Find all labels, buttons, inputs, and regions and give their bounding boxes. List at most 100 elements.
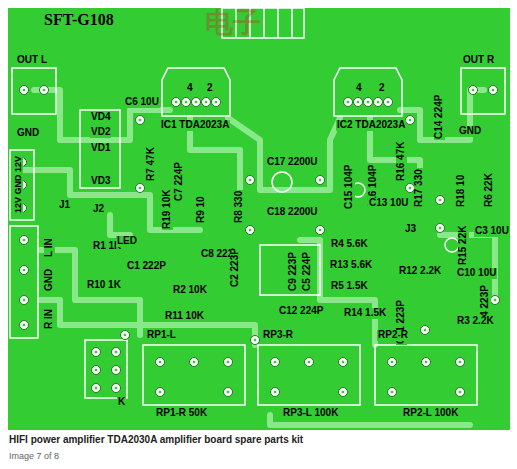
component-outline xyxy=(143,345,245,405)
component-outline xyxy=(10,68,505,405)
silkscreen-label: 12V GND 12V xyxy=(14,155,23,214)
solder-pad xyxy=(384,98,393,107)
solder-pad xyxy=(271,388,280,397)
silkscreen-label: R7 47K xyxy=(146,146,157,182)
solder-pad xyxy=(491,296,500,305)
silkscreen-label: J3 xyxy=(404,224,417,235)
silkscreen-label: IC1 TDA2023A xyxy=(160,120,230,131)
caption: HIFI power amplifier TDA2030A amplifier … xyxy=(9,435,303,446)
solder-pad xyxy=(192,98,201,107)
solder-pad xyxy=(195,101,197,103)
silkscreen-label: RP1-L xyxy=(146,330,177,341)
solder-pad xyxy=(185,101,187,103)
image-counter: Image 7 of 8 xyxy=(9,452,59,461)
solder-pad xyxy=(347,101,349,103)
solder-pad xyxy=(215,101,217,103)
silkscreen-label: GND xyxy=(458,126,482,137)
solder-pad xyxy=(367,101,369,103)
solder-pad xyxy=(193,361,195,363)
board-model: SFT-G108 xyxy=(44,12,114,29)
silkscreen-label: C1 222P xyxy=(126,261,167,272)
solder-pad xyxy=(139,119,141,121)
silkscreen-label: LED xyxy=(116,236,138,247)
silkscreen-label: C6 10U xyxy=(124,97,160,108)
silkscreen-label: VD2 xyxy=(90,127,111,138)
solder-pad xyxy=(23,324,25,326)
solder-pad xyxy=(136,116,145,125)
solder-pad xyxy=(456,358,465,367)
silkscreen-label: J2 xyxy=(92,204,105,215)
solder-pad xyxy=(115,369,117,371)
solder-pad xyxy=(357,101,359,103)
silkscreen-label: R2 10K xyxy=(172,285,208,296)
silkscreen-label: RP2-L 100K xyxy=(402,408,459,419)
silkscreen-label: IC2 TDA2023A xyxy=(336,120,406,131)
solder-pad xyxy=(246,176,255,185)
solder-pad xyxy=(20,296,29,305)
silkscreen-label: OUT R xyxy=(462,55,495,66)
solder-pad xyxy=(227,361,229,363)
silkscreen-label: R IN xyxy=(44,308,55,330)
solder-pad xyxy=(124,334,126,336)
silkscreen-label: VD4 xyxy=(90,112,111,123)
heatsink-tab xyxy=(291,8,293,38)
solder-pad xyxy=(112,348,121,357)
component-outline xyxy=(12,68,56,114)
silkscreen-label: RP3-R xyxy=(262,330,294,341)
silkscreen-label: VD3 xyxy=(90,176,111,187)
solder-pad xyxy=(95,351,97,353)
silkscreen-label: C9 223P xyxy=(288,251,299,292)
solder-pad xyxy=(469,86,478,95)
solder-pad xyxy=(20,236,29,245)
silkscreen-label: R9 10 xyxy=(196,195,207,224)
solder-pad xyxy=(319,179,321,181)
silkscreen-label: 4 xyxy=(355,83,363,94)
solder-pad xyxy=(246,226,255,235)
solder-pad xyxy=(459,391,461,393)
silkscreen-label: C13 10U xyxy=(368,198,409,209)
copper-trace xyxy=(300,240,375,345)
silkscreen-label: K xyxy=(117,397,126,408)
pcb-board xyxy=(8,8,510,430)
solder-pad xyxy=(205,101,207,103)
solder-pad xyxy=(202,98,211,107)
solder-pad xyxy=(254,339,256,341)
solder-pad xyxy=(23,299,25,301)
solder-pad xyxy=(422,358,431,367)
solder-pad xyxy=(121,331,130,340)
solder-pad xyxy=(249,229,251,231)
solder-pad xyxy=(377,101,379,103)
solder-pad xyxy=(190,358,199,367)
solder-pad xyxy=(316,226,325,235)
solder-pad xyxy=(316,176,325,185)
component-outline xyxy=(258,345,360,405)
solder-pad xyxy=(387,101,389,103)
silkscreen-label: C2 223P xyxy=(230,247,241,288)
solder-pad xyxy=(23,269,25,271)
solder-pad xyxy=(95,387,97,389)
solder-pad xyxy=(115,351,117,353)
silkscreen-label: C15 104P xyxy=(344,164,355,210)
solder-pad xyxy=(139,187,141,189)
solder-pad xyxy=(391,361,393,363)
solder-pad xyxy=(391,391,393,393)
solder-pad xyxy=(224,358,233,367)
silkscreen-label: R5 1.5K xyxy=(330,281,369,292)
component-outline xyxy=(334,68,402,116)
solder-pad xyxy=(23,89,25,91)
component-outline xyxy=(375,345,477,405)
silkscreen-label: R14 1.5K xyxy=(343,308,387,319)
solder-pad xyxy=(251,336,260,345)
solder-pad xyxy=(421,326,430,335)
component-outline xyxy=(85,340,127,398)
solder-pad xyxy=(18,86,500,397)
solder-pad xyxy=(406,116,415,125)
silkscreen-label: VD1 xyxy=(90,143,111,154)
solder-pad xyxy=(156,358,165,367)
copper-trace xyxy=(400,90,484,140)
silkscreen-label: R4 5.6K xyxy=(330,239,369,250)
solder-pad xyxy=(23,239,25,241)
silkscreen-label: J1 xyxy=(58,200,71,211)
